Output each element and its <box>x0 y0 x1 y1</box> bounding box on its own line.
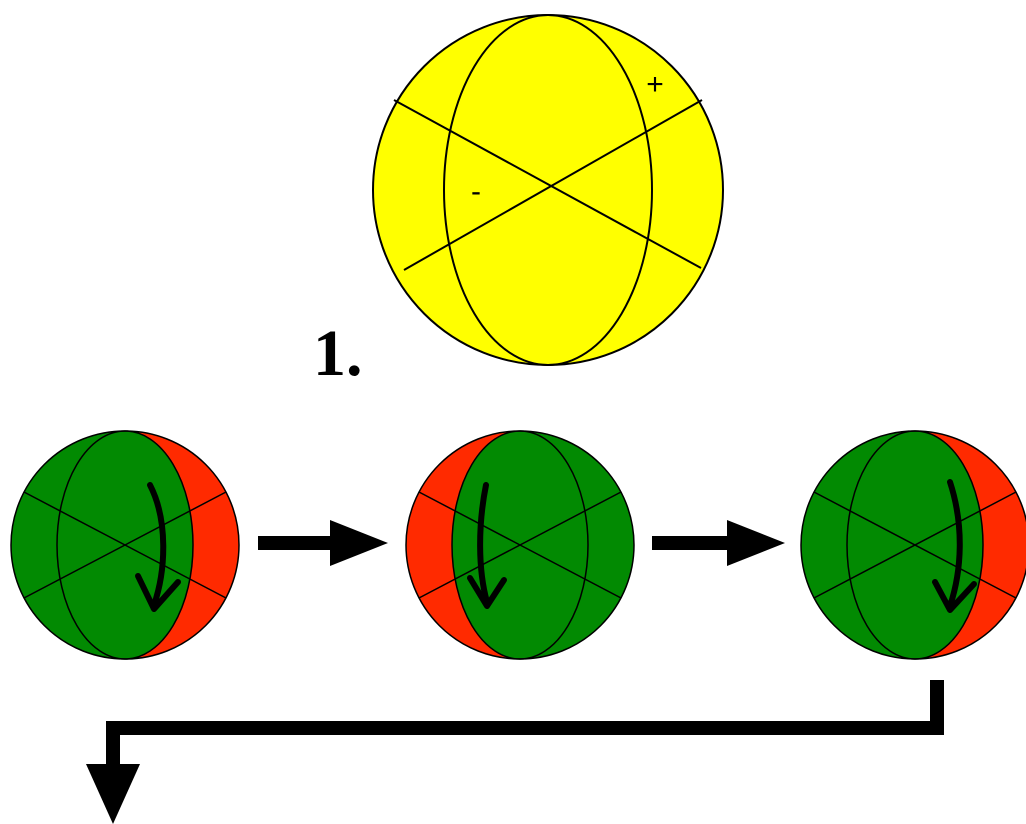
return-connector-line <box>106 680 944 770</box>
reference-axis-line-2 <box>403 99 703 271</box>
sphere-3-rotation-arrow-head <box>932 579 977 613</box>
sphere-2-rotation-arrow-head <box>467 575 507 609</box>
return-connector-arrow-head <box>86 764 140 824</box>
sphere-2-axis-line-2 <box>418 491 622 599</box>
sphere-state-2 <box>405 430 635 660</box>
sphere-3-rotation-arrow <box>947 479 963 609</box>
step-label: 1. <box>313 317 363 390</box>
minus-label: - <box>471 175 481 208</box>
sphere-1-meridian <box>56 430 194 660</box>
return-connector <box>86 680 944 824</box>
sphere-3-red-crescent <box>915 431 1026 659</box>
transition-arrow-2 <box>652 520 785 566</box>
sphere-2-meridian <box>451 430 589 660</box>
sphere-2-rotation-arrow <box>477 482 490 605</box>
sphere-2-red-crescent <box>406 431 520 659</box>
transition-arrow-1 <box>258 520 388 566</box>
sphere-3-meridian <box>846 430 984 660</box>
plus-label: + <box>646 68 664 101</box>
sphere-1-axis-line-2 <box>23 491 227 599</box>
sphere-1-red-crescent <box>125 431 239 659</box>
sphere-state-1 <box>10 430 240 660</box>
reference-meridian <box>443 14 653 366</box>
transition-arrow-2-head <box>727 520 785 566</box>
sphere-1-rotation-arrow-head <box>135 573 181 612</box>
reference-axis-line-1 <box>393 99 702 269</box>
reference-sphere: + - <box>372 14 724 366</box>
sphere-state-3 <box>800 430 1026 660</box>
sphere-1-rotation-arrow <box>147 482 167 608</box>
sphere-3-axis-line-2 <box>813 491 1017 599</box>
transition-arrow-1-head <box>330 520 388 566</box>
reference-sphere-outline <box>372 14 724 366</box>
